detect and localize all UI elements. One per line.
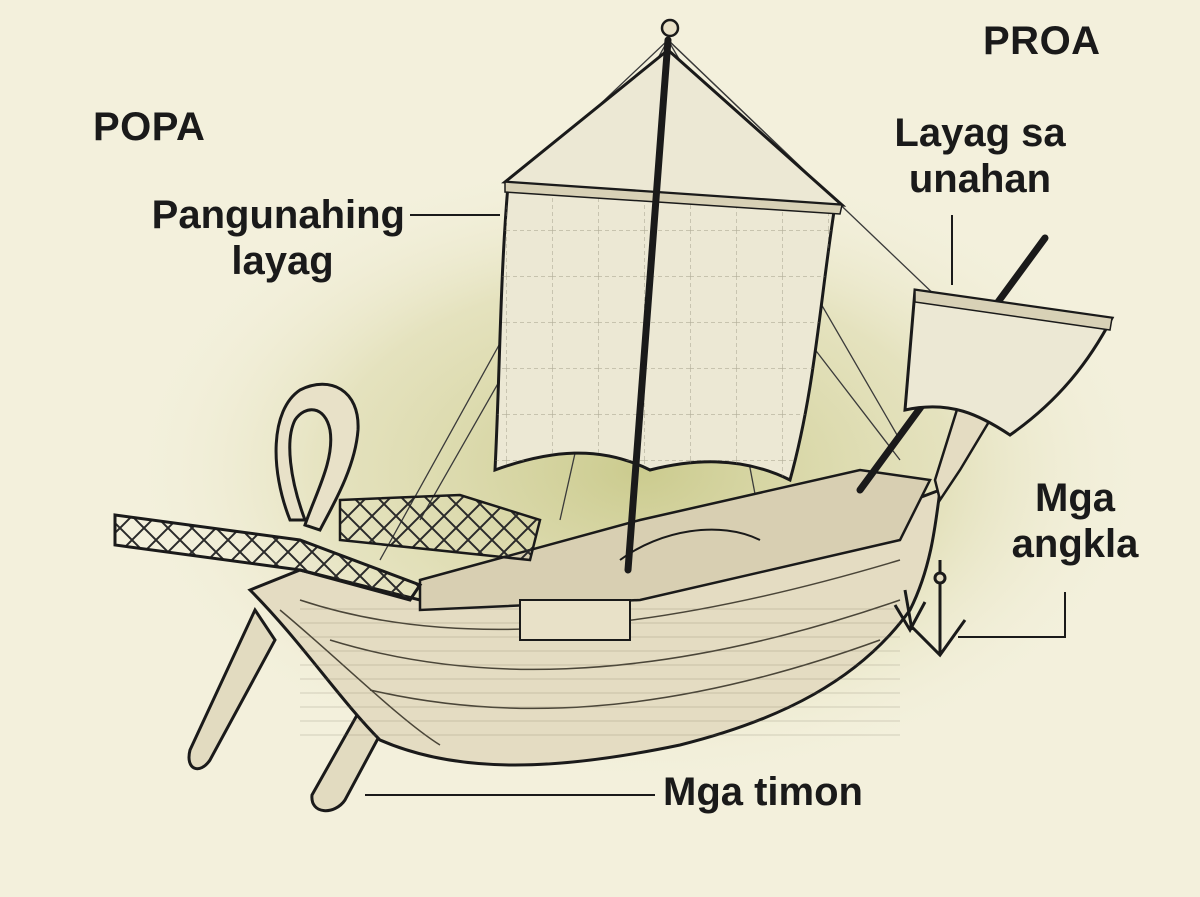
- main-sail-label-line2: layag: [231, 239, 334, 283]
- fore-sail: [903, 288, 1115, 437]
- fore-sail-label-line1: Layag sa: [894, 111, 1066, 155]
- anchors-label-line1: Mga: [1035, 476, 1115, 520]
- stern-gallery: [113, 493, 542, 602]
- bow-heading: PROA: [983, 19, 1101, 63]
- stern-heading: POPA: [93, 105, 206, 149]
- main-mast: [624, 36, 672, 574]
- mast-top-ball: [660, 18, 680, 38]
- anchors-leader: [958, 592, 1066, 638]
- hull: [247, 468, 942, 767]
- main-sail-label: Pangunahing layag: [100, 192, 405, 284]
- fore-sail-label-line2: unahan: [908, 157, 1052, 201]
- anchors: [893, 560, 967, 658]
- anchors-label: Mga angkla: [995, 475, 1155, 567]
- main-sail-label-line1: Pangunahing: [151, 193, 405, 237]
- rudders-label: Mga timon: [663, 770, 863, 814]
- anchors-label-line2: angkla: [1011, 522, 1139, 566]
- sternpost-ornament: [274, 382, 360, 532]
- leader-lines: [365, 214, 1066, 796]
- top-sail: [501, 48, 847, 207]
- fore-sail-label: Layag sa unahan: [875, 110, 1085, 202]
